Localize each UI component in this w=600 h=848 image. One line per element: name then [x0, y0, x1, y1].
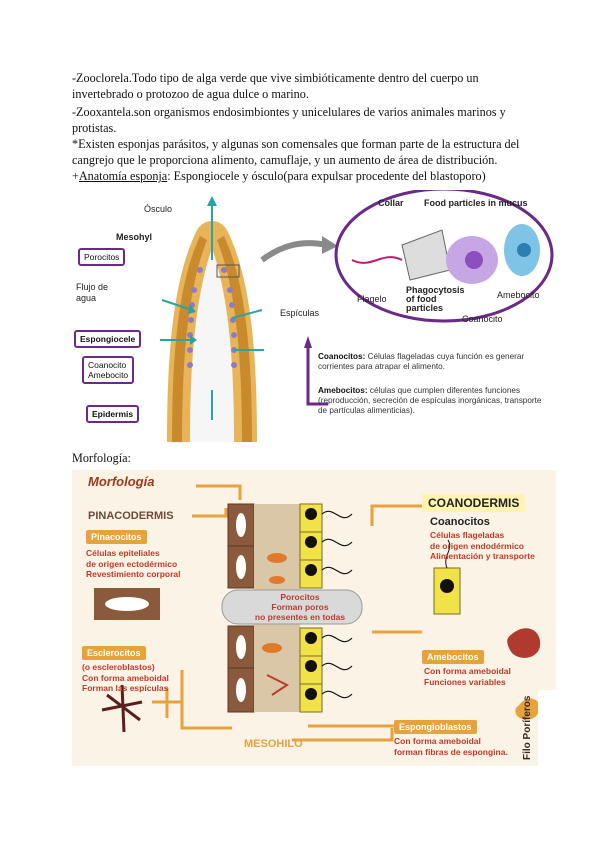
badge-esclerocitos: Esclerocitos: [82, 646, 146, 660]
paragraph-zooxantela: -Zooxantela.son organismos endosimbionte…: [72, 105, 506, 135]
badge-amebocitos: Amebocitos: [422, 650, 484, 664]
label-porocitos: Porocitos: [78, 248, 126, 266]
title-morfologia: Morfología: [88, 474, 155, 489]
label-coanocito: Coanocito: [88, 360, 127, 370]
paragraph-anatomia: +Anatomía esponja: Espongiocele y ósculo…: [72, 168, 542, 184]
paragraph-zooclorela: -Zooclorela.Todo tipo de alga verde que …: [72, 71, 479, 101]
label-food-particles: Food particles in mucus: [424, 198, 528, 208]
label-coanocito-zoom: Coanocito: [462, 314, 503, 324]
badge-pinacocitos: Pinacocitos: [86, 530, 147, 544]
anatomia-rest: : Espongiocele y ósculo(para expulsar pr…: [167, 169, 486, 183]
label-espiculas: Espículas: [280, 308, 320, 318]
label-phagocytosis: Phagocytosis of food particles: [406, 286, 465, 313]
label-osculo: Ósculo: [144, 204, 173, 214]
label-espongiocele: Espongiocele: [74, 330, 142, 348]
label-coanodermis: COANODERMIS: [422, 494, 526, 512]
paragraph-esponjas-parasitos: *Existen esponjas parásitos, y algunas s…: [72, 137, 520, 167]
heading-morfologia: Morfología:: [72, 451, 131, 465]
plus-sign: +: [72, 169, 79, 183]
label-agua: agua: [76, 293, 97, 303]
label-filo-poriferos: Filo Poríferos: [522, 695, 533, 760]
morfologia-figure: Morfología PINACODERMIS Pinacocitos Célu…: [72, 470, 556, 766]
label-mesohilo: MESOHILO: [244, 738, 303, 750]
sponge-anatomy-illustration: [160, 190, 554, 442]
label-coanocito-amebocito: Coanocito Amebocito: [82, 356, 135, 384]
sponge-anatomy-figure: Ósculo Mesohyl Porocitos Flujo de agua E…: [72, 190, 556, 442]
label-mesohyl: Mesohyl: [116, 232, 153, 242]
badge-espongioblastos: Espongioblastos: [394, 720, 477, 734]
label-flagelo: Flagelo: [357, 294, 387, 304]
description-amebocitos: Amebocitos: células que cumplen diferent…: [318, 386, 542, 415]
label-amebocito: Amebocito: [88, 370, 129, 380]
label-collar: Collar: [378, 198, 404, 208]
phago-line-3: particles: [406, 303, 444, 313]
phago-line-2: of food: [406, 294, 437, 304]
label-flujo: Flujo de: [76, 282, 109, 292]
morfologia-illustration: [94, 484, 556, 766]
phago-line-1: Phagocytosis: [406, 285, 465, 295]
label-amebocito-zoom: Amebocito: [497, 290, 540, 300]
label-pinacodermis: PINACODERMIS: [88, 510, 174, 522]
label-epidermis: Epidermis: [86, 405, 140, 423]
anatomia-esponja-link[interactable]: Anatomía esponja: [78, 169, 168, 183]
label-coanocitos: Coanocitos: [430, 516, 490, 528]
description-coanocitos: Coanocitos: Células flageladas cuya func…: [318, 352, 525, 371]
